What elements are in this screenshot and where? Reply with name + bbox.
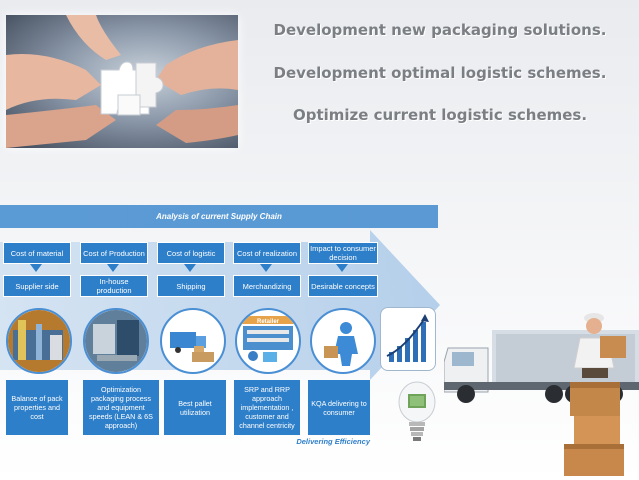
- pallet-utilization-box: Best pallet utilization: [164, 380, 226, 435]
- stage-sub-supplier: Supplier side: [3, 275, 71, 297]
- consumer-figure-icon: [310, 308, 376, 374]
- supply-chain-title: Analysis of current Supply Chain: [0, 205, 438, 228]
- delivering-efficiency-label: Delivering Efficiency: [200, 436, 376, 448]
- stage-sub-production: In-house production: [80, 275, 148, 297]
- stage-head-realization: Cost of realization: [233, 242, 301, 264]
- stage-sub-shipping: Shipping: [157, 275, 225, 297]
- stage-head-consumer: Impact to consumer decision: [308, 242, 378, 264]
- production-line-photo: [83, 308, 149, 374]
- factory-photo: [6, 308, 72, 374]
- headline-1: Development new packaging solutions.: [273, 21, 607, 39]
- stage-sub-concepts: Desirable concepts: [308, 275, 378, 297]
- growth-chart-icon: [380, 307, 436, 371]
- shipping-truck-icon: [160, 308, 226, 374]
- stage-head-material: Cost of material: [3, 242, 71, 264]
- stage-head-logistic: Cost of logistic: [157, 242, 225, 264]
- retailer-label: Retailer: [257, 319, 280, 325]
- delivery-man-illustration: [564, 313, 626, 476]
- srp-rrp-box: SRP and RRP approach implementation , cu…: [234, 380, 300, 435]
- headline-3: Optimize current logistic schemes.: [292, 106, 588, 124]
- down-arrow-icon: [336, 264, 348, 272]
- stage-head-production: Cost of Production: [80, 242, 148, 264]
- stage-sub-merchandizing: Merchandizing: [233, 275, 301, 297]
- money-lightbulb-icon: [398, 381, 436, 441]
- optimization-packaging-box: Optimization packaging process and equip…: [83, 380, 159, 435]
- headline-2: Development optimal logistic schemes.: [273, 64, 607, 82]
- down-arrow-icon: [260, 264, 272, 272]
- down-arrow-icon: [107, 264, 119, 272]
- kqa-delivering-box: KQA delivering to consumer: [308, 380, 370, 435]
- down-arrow-icon: [30, 264, 42, 272]
- puzzle-hands-photo: [6, 15, 238, 148]
- balance-pack-box: Balance of pack properties and cost: [6, 380, 68, 435]
- down-arrow-icon: [184, 264, 196, 272]
- retail-store-icon: Retailer: [235, 308, 301, 374]
